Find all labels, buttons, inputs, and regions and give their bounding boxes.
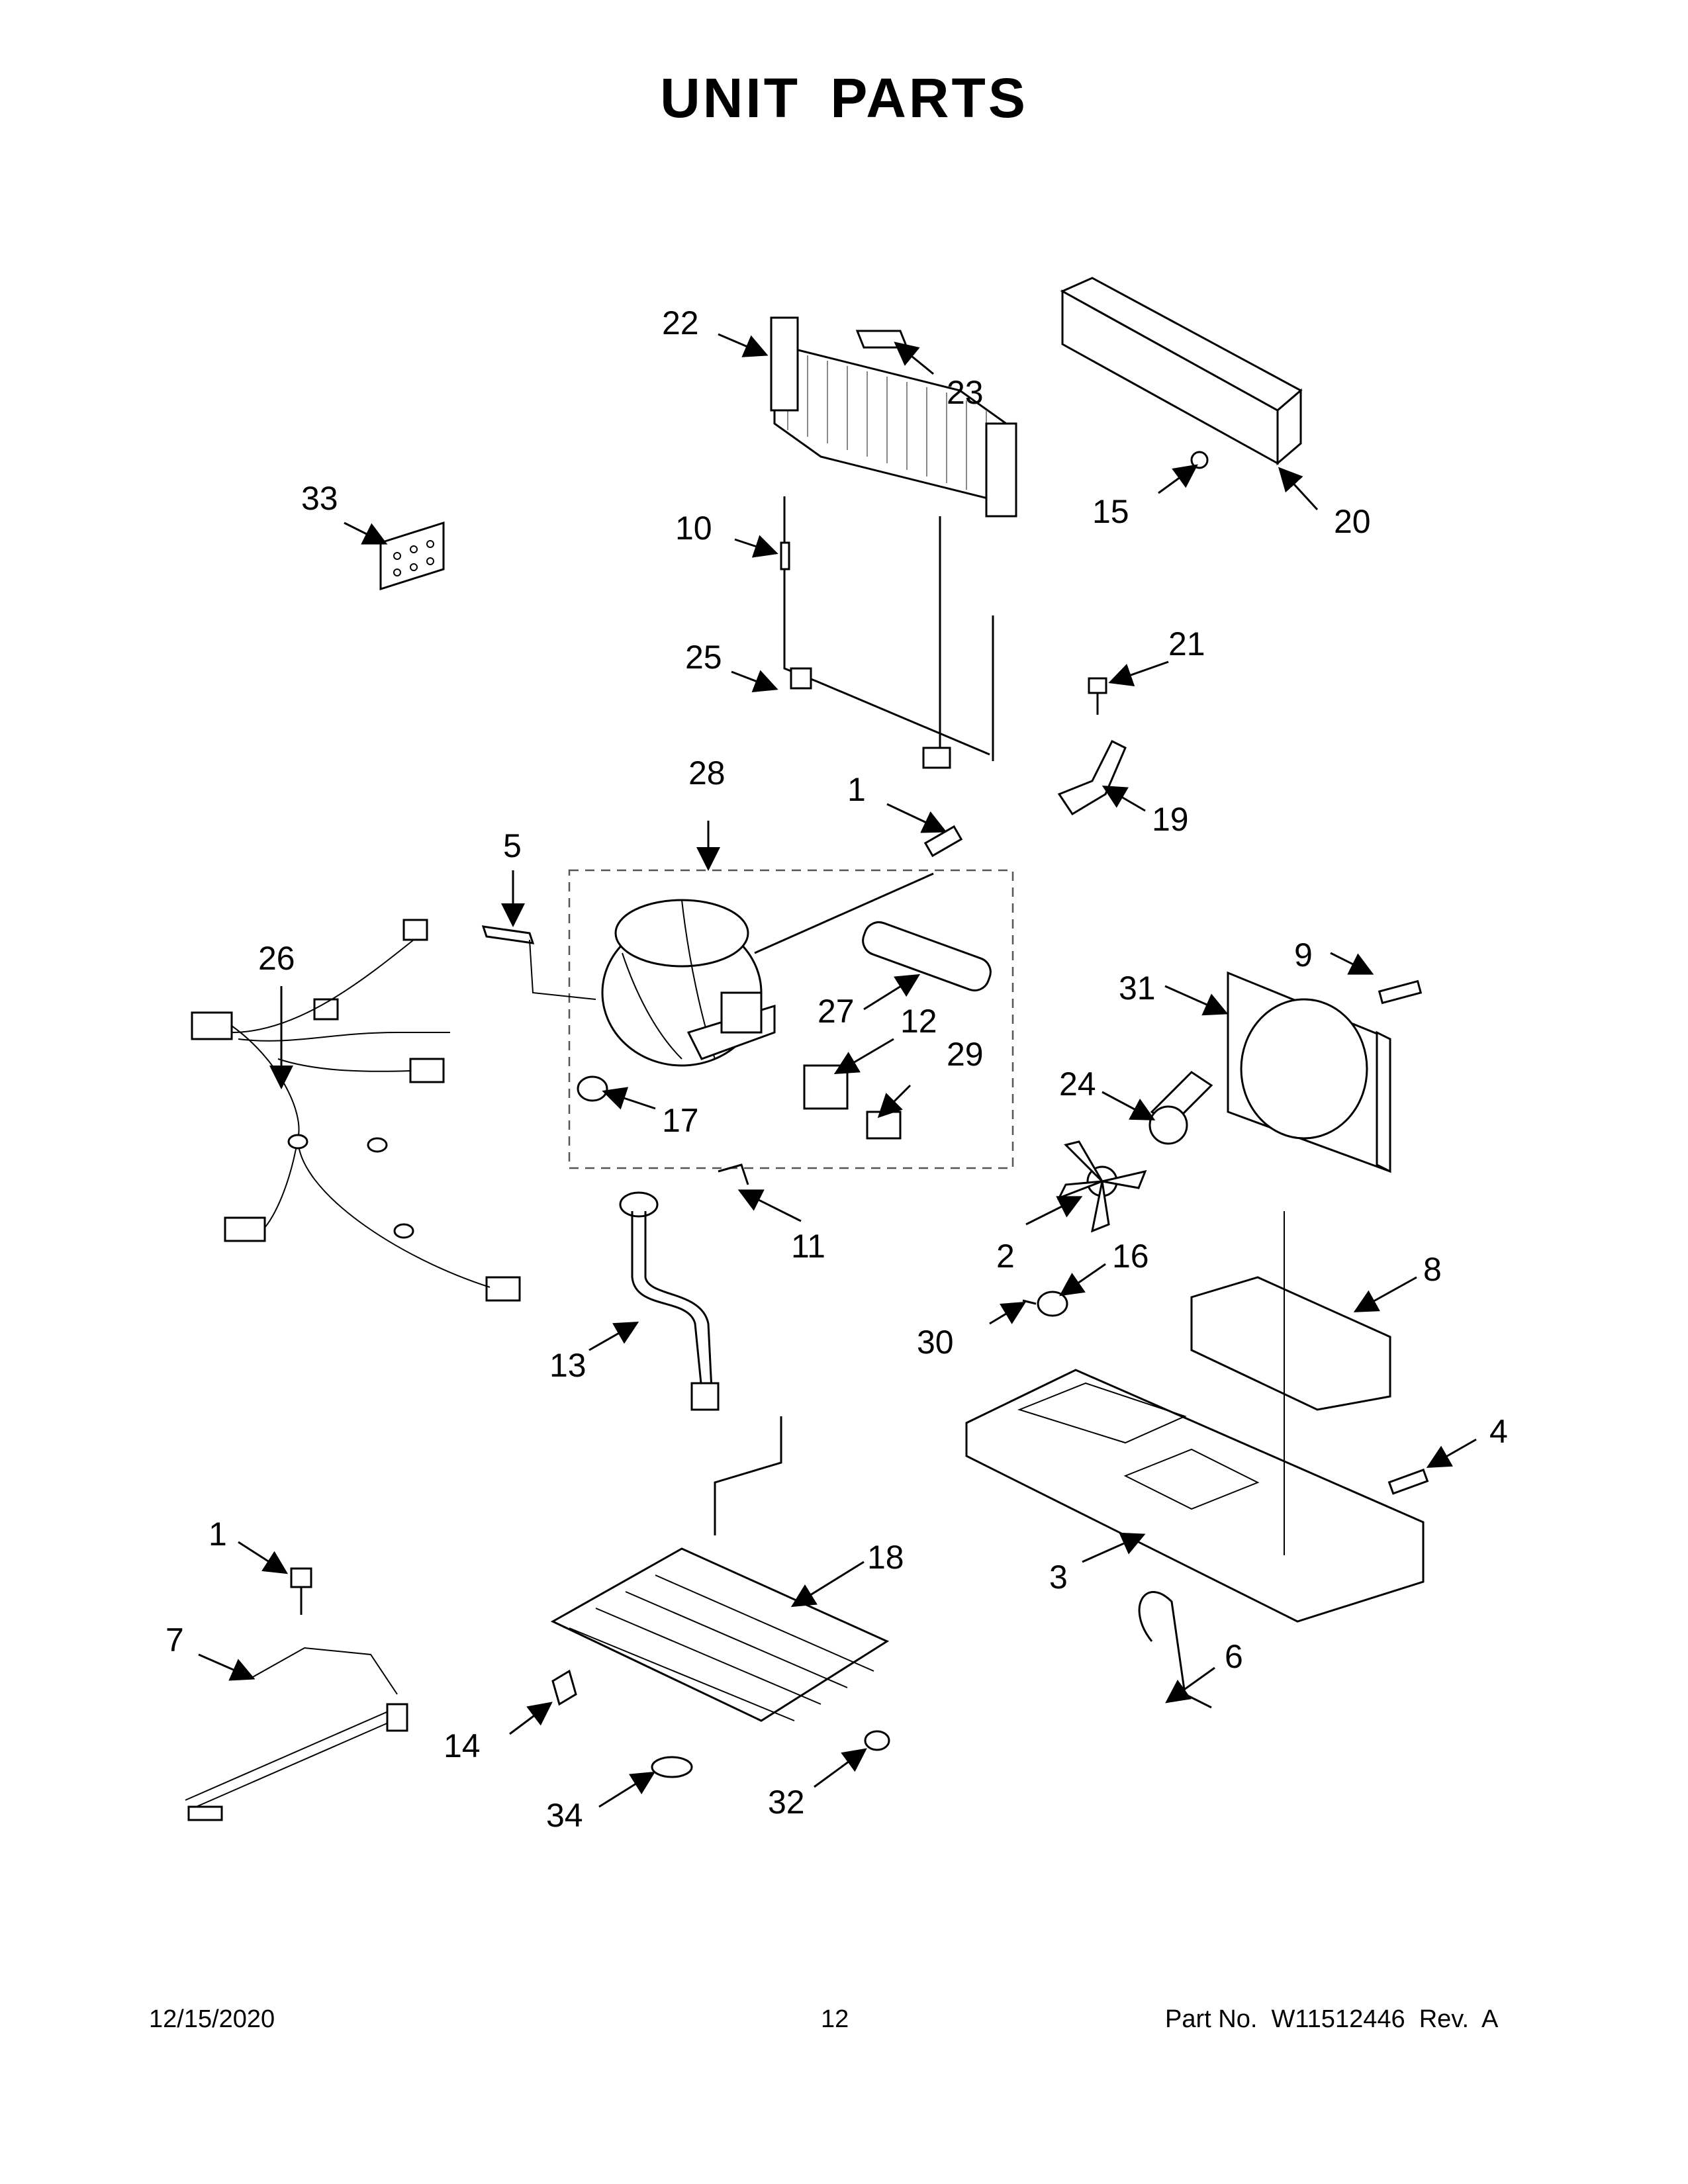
- part-fan-blade: [1056, 1140, 1147, 1233]
- part-fitting: [923, 825, 963, 858]
- part-grommet-32: [864, 1730, 890, 1751]
- callout-28: 28: [688, 754, 726, 792]
- callout-27: 27: [818, 993, 855, 1030]
- part-compressor: [601, 872, 934, 1067]
- callout-15: 15: [1092, 493, 1129, 530]
- footer-page-number: 12: [821, 2005, 849, 2033]
- callout-6: 6: [1225, 1638, 1243, 1675]
- callout-29: 29: [947, 1036, 984, 1073]
- part-fan-bracket: [1190, 1276, 1391, 1411]
- part-grommet: [577, 1075, 608, 1102]
- part-condenser: [770, 316, 1017, 518]
- part-base-plate: [965, 1211, 1425, 1623]
- compressor-assembly-boundary: [568, 869, 1014, 1169]
- callout-13: 13: [549, 1347, 586, 1384]
- callout-22: 22: [662, 304, 699, 341]
- callout-30: 30: [917, 1324, 954, 1361]
- part-drain-tubes: [780, 496, 994, 769]
- callout-19: 19: [1152, 801, 1189, 838]
- callout-18: 18: [867, 1539, 904, 1576]
- part-screw-and-bracket: [1057, 677, 1127, 816]
- callout-24: 24: [1059, 1066, 1096, 1103]
- part-clip: [718, 1163, 749, 1185]
- callout-8: 8: [1423, 1251, 1442, 1288]
- part-capacitor: [866, 1111, 902, 1140]
- callout-25: 25: [685, 639, 722, 676]
- callout-31: 31: [1119, 970, 1156, 1007]
- callout-33: 33: [301, 480, 338, 517]
- callout-11: 11: [791, 1228, 825, 1265]
- part-clip-14: [551, 1669, 577, 1706]
- callout-3: 3: [1049, 1559, 1068, 1596]
- footer-date: 12/15/2020: [149, 2005, 275, 2033]
- callout-34: 34: [546, 1797, 583, 1834]
- part-evaporator: [550, 1416, 890, 1722]
- part-screw-9: [1378, 979, 1423, 1005]
- callout-23: 23: [947, 374, 984, 411]
- part-pin: [1022, 1299, 1037, 1305]
- part-relay: [803, 1064, 849, 1110]
- callout-5: 5: [503, 827, 522, 864]
- callout-4: 4: [1489, 1413, 1508, 1450]
- callout-21: 21: [1168, 625, 1205, 662]
- callout-2: 2: [996, 1238, 1015, 1275]
- callout-20: 20: [1334, 503, 1371, 540]
- part-process-tube: [619, 1191, 720, 1411]
- part-panel: [379, 521, 445, 591]
- part-strap: [481, 925, 535, 944]
- callout-16: 16: [1112, 1238, 1149, 1275]
- part-heater-harness: [185, 1567, 408, 1821]
- footer-part-number: Part No. W11512446 Rev. A: [1165, 2005, 1499, 2033]
- part-drain-pan: [1060, 277, 1303, 466]
- part-fan-shroud: [1227, 971, 1391, 1173]
- callout-17: 17: [662, 1102, 699, 1139]
- part-defrost-thermostat: [651, 1756, 693, 1778]
- callout-12: 12: [900, 1003, 937, 1040]
- callout-14: 14: [444, 1727, 481, 1764]
- callout-10: 10: [675, 510, 712, 547]
- page-title: UNIT PARTS: [660, 67, 1028, 129]
- part-filter-drier: [862, 921, 992, 991]
- part-screw-4: [1387, 1469, 1429, 1495]
- leader-arrows: [198, 333, 1477, 1808]
- part-fan-motor: [1149, 1071, 1213, 1145]
- callout-32: 32: [768, 1784, 805, 1821]
- callout-1b: 1: [209, 1516, 227, 1553]
- callout-7: 7: [165, 1621, 184, 1659]
- part-wire-clip: [1138, 1591, 1212, 1709]
- part-fan-grommet: [1037, 1291, 1068, 1317]
- part-nut: [1190, 451, 1209, 469]
- part-wire-harness: [191, 919, 521, 1302]
- callout-9: 9: [1294, 936, 1313, 974]
- callout-1a: 1: [847, 771, 866, 808]
- callout-26: 26: [258, 940, 295, 977]
- callout-labels: 22 23 33 10 15 20 25 21 28 1 19 5 26 9 3…: [165, 304, 1508, 1834]
